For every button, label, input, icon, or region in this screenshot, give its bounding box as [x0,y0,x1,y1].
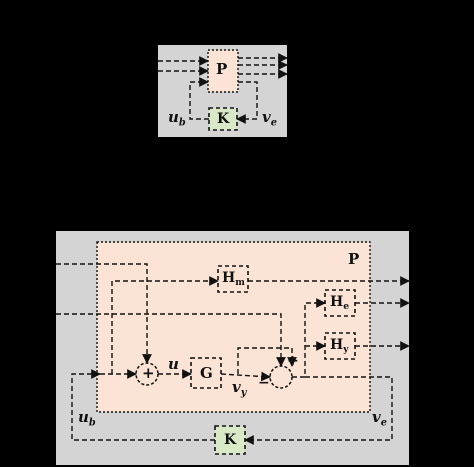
sum1-sign: + [142,364,155,382]
he-block [324,289,356,317]
sum2-minus: − [258,375,270,391]
top-ub-sub: b [178,117,186,129]
top-plant-label: P [216,60,228,78]
k-label: K [224,432,237,448]
hm-main: H [222,270,236,286]
g-block [190,357,222,389]
vy-line [220,371,271,382]
he-feed-path [292,298,326,378]
top-ub-path [189,77,209,120]
top-plant-box [207,49,239,93]
hy-main: H [330,337,344,353]
bottom-plant-label: P [348,250,360,268]
vy-label: vy [232,380,246,398]
hm-label: Hm [222,271,245,287]
input-1-path [56,263,152,364]
vy-main: v [232,378,241,396]
top-ub-main: u [168,108,179,126]
top-ve-path [236,81,258,124]
he-label: He [330,295,349,311]
he-sub: e [343,301,350,313]
top-ve-main: v [262,108,271,126]
hy-label: Hy [330,338,349,354]
g-label: G [200,364,213,382]
ve-label: ve [372,410,387,428]
ub-path [71,369,215,441]
sum-junction-2 [269,365,293,389]
hm-sub: m [235,277,245,289]
sum2-plus: + [287,353,299,369]
vy-sub: y [240,387,247,399]
ve-sub: e [380,417,387,429]
hy-sub: y [343,344,349,356]
top-ve-sub: e [270,117,277,129]
ub-main: u [78,408,89,426]
hm-feed-path [111,276,219,374]
u-label: u [168,355,179,373]
vy-branch [237,347,297,374]
hy-block [324,332,356,360]
ub-sub: b [88,417,96,429]
ub-label: ub [78,410,96,428]
ve-main: v [372,408,381,426]
he-main: H [330,294,344,310]
ve-path [244,376,393,445]
top-controller-label: K [217,111,230,127]
top-ve-label: ve [262,110,277,128]
top-ub-label: ub [168,110,186,128]
